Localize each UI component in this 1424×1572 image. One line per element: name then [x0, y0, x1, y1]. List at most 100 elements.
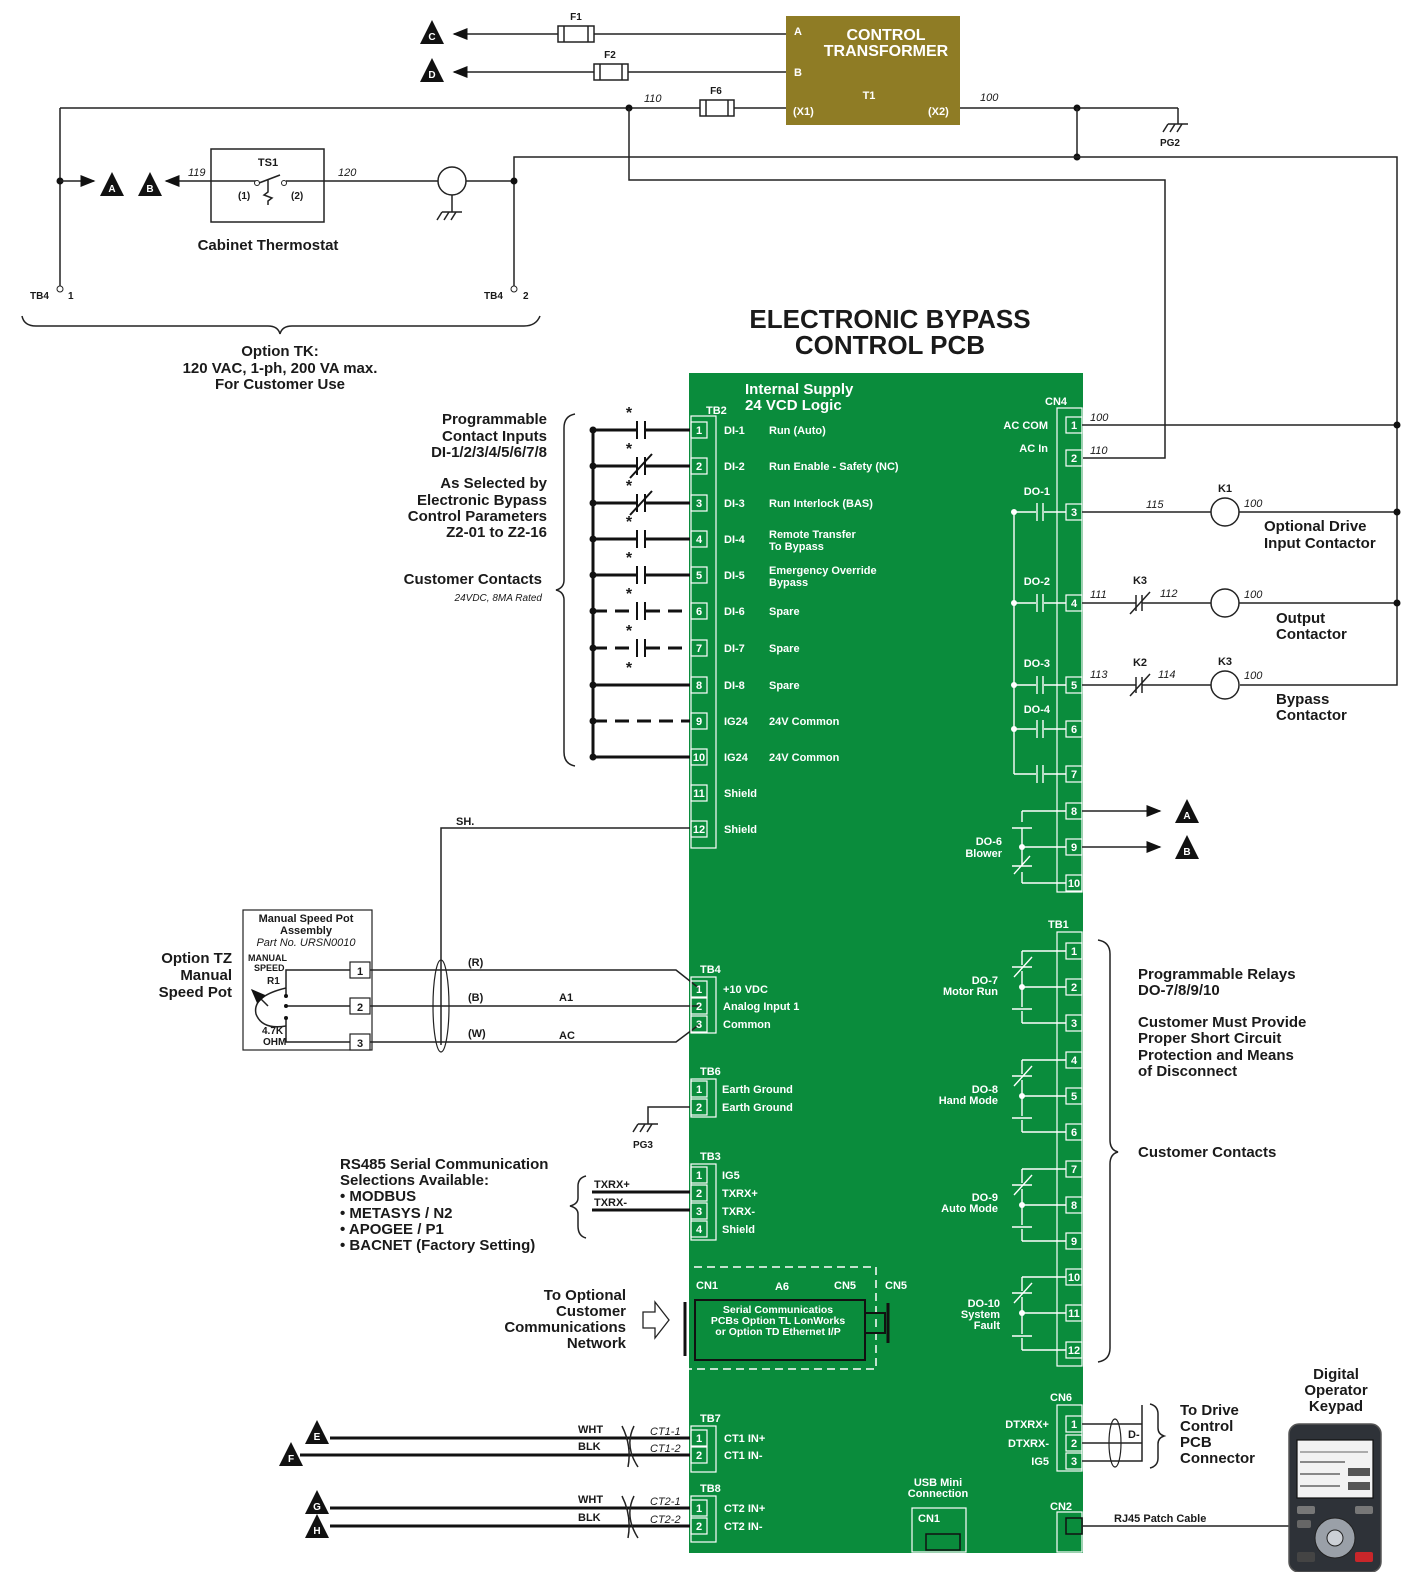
usb-label-1: USB Mini	[914, 1477, 962, 1489]
tb2-signal-2: DI-2	[724, 461, 745, 473]
pcb-title-line1: ELECTRONIC BYPASS	[749, 304, 1030, 334]
transformer-terminal-a: A	[794, 26, 802, 38]
tb3-desc-4: Shield	[722, 1224, 755, 1236]
transformer-ref: T1	[863, 90, 876, 102]
cn2-label: CN2	[1050, 1501, 1072, 1513]
wire-100-cn4: 100	[1090, 412, 1109, 424]
tb3-desc-1: IG5	[722, 1170, 740, 1182]
wire-100-output: 100	[1244, 589, 1263, 601]
tb2-signal-6: DI-6	[724, 606, 745, 618]
tb2-signal-3: DI-3	[724, 498, 745, 510]
comm-cn5b: CN5	[885, 1280, 907, 1292]
note-sel-4: Z2-01 to Z2-16	[446, 524, 547, 541]
fuse-f1	[557, 25, 595, 43]
tb8-wire-tag-1: CT2-1	[650, 1496, 681, 1508]
contact-k2-label: K2	[1133, 657, 1147, 669]
di-asterisk: *	[626, 623, 633, 640]
tb7-desc-2: CT1 IN-	[724, 1450, 763, 1462]
tb2-signal-1: DI-1	[724, 425, 745, 437]
pcb-title-line2: CONTROL PCB	[795, 330, 985, 360]
shield-sh-label: SH.	[456, 816, 474, 828]
tb6-label: TB6	[700, 1066, 721, 1078]
tb1-note-4: Proper Short Circuit	[1138, 1030, 1281, 1047]
note-prog-2: Contact Inputs	[442, 428, 547, 445]
tb1-note-1: Programmable Relays	[1138, 966, 1296, 983]
keypad-label-3: Keypad	[1309, 1398, 1363, 1415]
tb3-label: TB3	[700, 1151, 721, 1163]
contactor-bypass-2: Contactor	[1276, 707, 1347, 724]
speed-pot-ms1: MANUAL	[248, 953, 287, 963]
tb2-signal-8: DI-8	[724, 680, 745, 692]
note-sel-1: As Selected by	[440, 475, 547, 492]
comm-note-3: Communications	[504, 1319, 626, 1336]
speed-pot-assembly	[242, 909, 373, 1051]
coil-k1	[1210, 497, 1240, 527]
di-asterisk: *	[626, 405, 633, 422]
tb1-terminal-6: 6	[1071, 1127, 1077, 1139]
cn6-desc-2: DTXRX-	[1008, 1438, 1049, 1450]
marker-a-right	[1175, 799, 1199, 823]
tb4-terminal-3: 3	[696, 1019, 702, 1031]
control-transformer	[786, 16, 960, 125]
marker-g	[305, 1490, 329, 1514]
marker-h	[305, 1514, 329, 1538]
comm-a6: A6	[775, 1281, 789, 1293]
tb2-terminal-7: 7	[696, 643, 702, 655]
rs485-txrx-plus: TXRX+	[594, 1179, 630, 1191]
coil-k3-bypass	[1210, 670, 1240, 700]
speed-pot-term-2: 2	[357, 1002, 363, 1014]
tb6-terminal-1: 1	[696, 1084, 702, 1096]
transformer-label-2: TRANSFORMER	[824, 43, 949, 60]
tb7-wire-tag-2: CT1-2	[650, 1443, 681, 1455]
speed-pot-r1: R1	[267, 976, 280, 987]
tb1-do10-desc-1: System	[961, 1309, 1000, 1321]
marker-d-label: D	[428, 70, 435, 81]
tb1-note-3: Customer Must Provide	[1138, 1014, 1306, 1031]
tb1-terminal-9: 9	[1071, 1236, 1077, 1248]
comm-cn5: CN5	[834, 1280, 856, 1292]
cn4-do6: DO-6	[976, 836, 1002, 848]
tb6-terminal-2: 2	[696, 1102, 702, 1114]
marker-g-label: G	[313, 1502, 321, 1513]
contactor-bypass-1: Bypass	[1276, 691, 1329, 708]
tb8-desc-1: CT2 IN+	[724, 1503, 765, 1515]
cn4-do4: DO-4	[1024, 704, 1051, 716]
contact-k3-label: K3	[1133, 575, 1147, 587]
tb2-desc-7: Spare	[769, 643, 800, 655]
cn6-to-1: To Drive	[1180, 1402, 1239, 1419]
ground-pg3: PG3	[633, 1140, 653, 1151]
tb1-note-5: Protection and Means	[1138, 1047, 1294, 1064]
comm-note-2: Customer	[556, 1303, 626, 1320]
note-sel-3: Control Parameters	[408, 508, 547, 525]
di-asterisk: *	[626, 514, 633, 531]
option-tz-1: Option TZ	[161, 950, 232, 967]
note-rating: 24VDC, 8MA Rated	[454, 593, 543, 604]
tb1-do9: DO-9	[972, 1192, 998, 1204]
ground-pg2: PG2	[1160, 138, 1180, 149]
speed-pot-ohm2: OHM	[263, 1037, 286, 1048]
thermostat-caption: Cabinet Thermostat	[198, 237, 339, 254]
tb1-terminal-5: 5	[1071, 1091, 1077, 1103]
wire-120: 120	[338, 167, 357, 179]
cn6-to-2: Control	[1180, 1418, 1233, 1435]
cn4-terminal-7: 7	[1071, 769, 1077, 781]
note-customer-contacts: Customer Contacts	[404, 571, 542, 588]
speed-pot-ohm1: 4.7K	[262, 1026, 284, 1037]
wire-ac: AC	[559, 1030, 575, 1042]
rs485-item-1: • MODBUS	[340, 1188, 416, 1205]
cn6-to-3: PCB	[1180, 1434, 1212, 1451]
cn4-terminal-10: 10	[1068, 878, 1080, 890]
tb3-terminal-3: 3	[696, 1206, 702, 1218]
keypad-label-2: Operator	[1304, 1382, 1368, 1399]
wire-b: (B)	[468, 992, 484, 1004]
tb1-do8: DO-8	[972, 1084, 998, 1096]
contactor-optional-2: Input Contactor	[1264, 535, 1376, 552]
fuse-f6	[699, 99, 735, 117]
contactor-output-2: Contactor	[1276, 626, 1347, 643]
wire-113: 113	[1090, 669, 1108, 681]
marker-f-label: F	[288, 1454, 294, 1465]
marker-f	[279, 1442, 303, 1466]
comm-option-dashed-box	[680, 1266, 877, 1370]
note-prog-1: Programmable	[442, 411, 547, 428]
wire-a1: A1	[559, 992, 573, 1004]
